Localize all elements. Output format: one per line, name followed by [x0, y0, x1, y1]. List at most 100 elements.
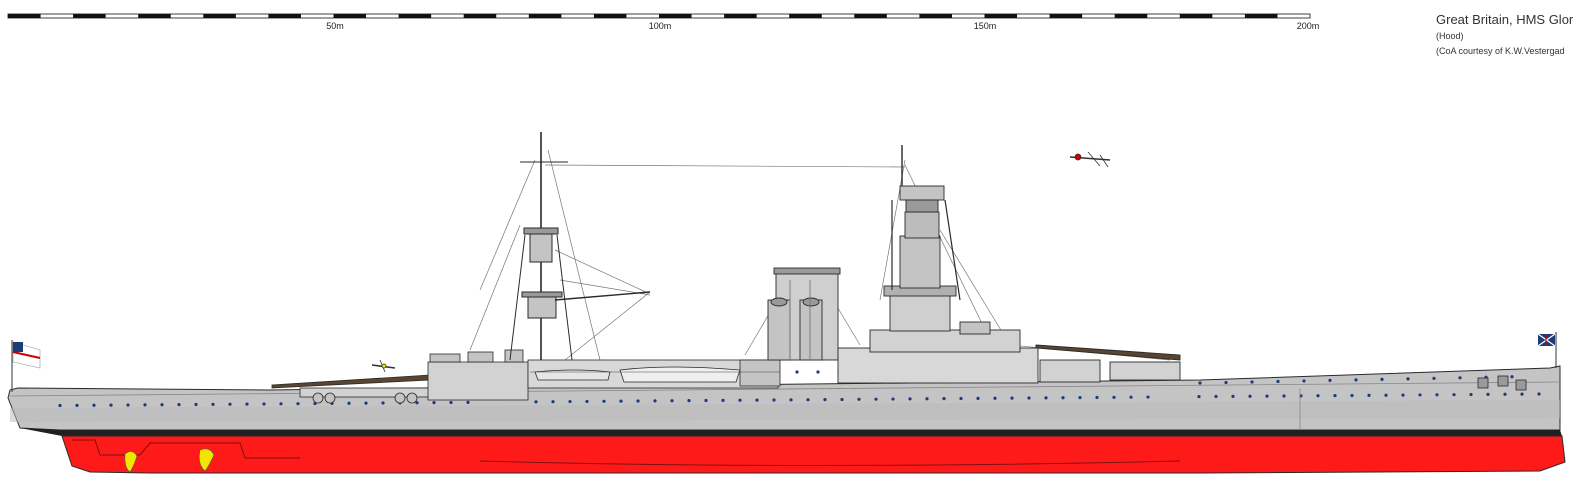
porthole	[109, 403, 113, 407]
stern-ensign-icon	[11, 340, 41, 392]
scale-bar: 50m 100m 150m 200m	[7, 13, 1319, 31]
porthole	[857, 397, 861, 401]
scale-segment	[268, 14, 301, 18]
porthole	[1469, 392, 1473, 397]
porthole	[602, 399, 606, 403]
porthole	[1282, 394, 1286, 398]
porthole	[1452, 393, 1456, 397]
scale-segment	[1114, 14, 1148, 18]
porthole	[534, 400, 538, 404]
porthole	[1401, 393, 1405, 397]
porthole	[874, 397, 878, 401]
porthole	[1328, 378, 1332, 382]
scale-segment	[398, 14, 432, 18]
porthole	[1044, 396, 1048, 400]
scale-segment	[528, 14, 562, 18]
scale-label-50: 50m	[326, 21, 344, 31]
scale-segment	[463, 14, 497, 18]
porthole	[1276, 379, 1280, 384]
scale-label-150: 150m	[974, 21, 997, 31]
aircraft-on-ramp	[371, 359, 396, 373]
porthole	[816, 370, 820, 374]
porthole	[789, 398, 793, 402]
scale-bar-segments	[8, 14, 1278, 18]
porthole	[1384, 393, 1388, 397]
scale-segment	[333, 14, 367, 18]
antifouling-hull	[61, 435, 1566, 474]
porthole	[1250, 380, 1254, 384]
porthole	[993, 396, 997, 400]
porthole	[1350, 393, 1354, 398]
porthole	[687, 399, 691, 403]
porthole	[1432, 376, 1436, 380]
porthole	[228, 402, 232, 406]
porthole	[262, 402, 266, 406]
porthole	[1367, 393, 1371, 397]
porthole	[1095, 395, 1099, 400]
porthole	[823, 397, 827, 402]
porthole	[755, 398, 759, 402]
porthole	[1380, 377, 1384, 381]
porthole	[432, 401, 436, 405]
scale-segment	[724, 14, 757, 18]
porthole	[704, 398, 708, 403]
aircraft-in-flight	[1069, 151, 1111, 168]
porthole	[942, 397, 946, 401]
porthole	[1486, 392, 1490, 397]
porthole	[619, 399, 623, 403]
porthole	[795, 370, 799, 374]
porthole	[1537, 392, 1541, 396]
scale-segment	[1049, 14, 1083, 18]
porthole	[1406, 377, 1410, 381]
scale-segment	[1244, 14, 1278, 18]
scale-segment	[984, 14, 1018, 18]
porthole	[653, 399, 657, 403]
porthole	[1510, 375, 1514, 379]
porthole	[1503, 392, 1507, 396]
porthole	[1265, 394, 1269, 398]
porthole	[177, 403, 181, 407]
porthole	[1435, 393, 1439, 397]
porthole	[211, 402, 215, 406]
bow-fittings	[1299, 375, 1527, 430]
porthole	[415, 401, 419, 405]
porthole	[908, 397, 912, 401]
porthole	[806, 398, 810, 402]
porthole	[738, 398, 742, 402]
porthole	[279, 402, 283, 406]
scale-segment	[919, 14, 952, 18]
porthole	[1231, 394, 1235, 398]
propellers	[124, 448, 215, 473]
porthole	[1248, 394, 1252, 398]
boot-top	[20, 428, 1562, 436]
porthole	[721, 398, 725, 402]
aft-superstructure	[271, 349, 781, 404]
drawing-title: Great Britain, HMS Glor	[1436, 12, 1574, 27]
scale-segment	[8, 14, 41, 18]
porthole	[1214, 394, 1218, 399]
porthole	[1129, 395, 1133, 399]
porthole	[1146, 395, 1150, 399]
porthole	[1078, 395, 1082, 400]
porthole	[1333, 393, 1337, 398]
porthole	[58, 403, 62, 408]
porthole	[840, 397, 844, 402]
porthole	[347, 401, 351, 405]
porthole	[1027, 396, 1031, 400]
porthole	[976, 396, 980, 400]
porthole	[1197, 395, 1201, 399]
drawing-credit: (CoA courtesy of K.W.Vestergad	[1436, 46, 1565, 56]
porthole	[245, 402, 249, 406]
porthole	[568, 399, 572, 404]
scale-segment	[73, 14, 106, 18]
scale-label-100: 100m	[649, 21, 672, 31]
scale-segment	[659, 14, 692, 18]
porthole	[551, 400, 555, 404]
drawing-subtitle: (Hood)	[1436, 31, 1464, 41]
porthole	[1224, 380, 1228, 385]
porthole	[1520, 392, 1524, 396]
porthole	[1458, 376, 1462, 380]
porthole	[126, 403, 130, 407]
scale-segment	[1179, 14, 1213, 18]
